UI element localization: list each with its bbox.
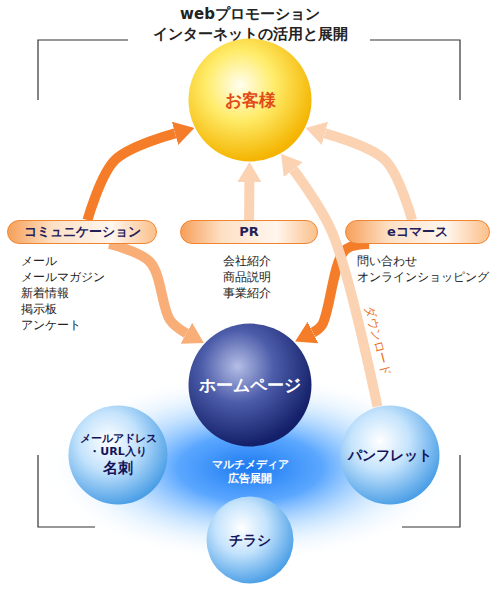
note-label: マルチメディア 広告展開 [210, 458, 290, 487]
sphere-fill [207, 497, 294, 584]
flow-arrow [88, 133, 176, 220]
category-band: PR会社紹介 商品説明 事業紹介 [180, 220, 318, 244]
media-sphere: チラシ [206, 496, 294, 584]
node-text: お客様 [223, 90, 277, 110]
sphere-text-box: チラシ [206, 496, 294, 584]
sphere-text-box: メールアドレス ・URL入り名刺 [68, 405, 168, 505]
node-text: メールアドレス ・URL入り [78, 432, 158, 460]
band-heading: コミュニケーション [24, 224, 141, 240]
flow-arrow [109, 244, 186, 333]
flow-arrow [244, 182, 254, 220]
node-text: ホームページ [198, 375, 303, 395]
sphere-text-box: ホームページ [188, 323, 312, 447]
item-list: 会社紹介 商品説明 事業紹介 [223, 253, 274, 301]
sphere-fill [189, 39, 312, 162]
corner-bracket [370, 40, 460, 100]
node-text: 名刺 [102, 459, 135, 479]
title-text: webプロモーション インターネットの活用と展開 [151, 4, 349, 44]
sphere-text-box: パンフレット [340, 405, 440, 505]
band-heading: eコマース [387, 224, 448, 240]
media-sphere: パンフレット [340, 405, 440, 505]
corner-bracket [38, 40, 128, 100]
item-list: 問い合わせ オンラインショッピング [357, 253, 492, 285]
band-heading: PR [239, 224, 259, 240]
node-text: パンフレット [347, 447, 434, 464]
customer-circle: お客様 [188, 38, 312, 162]
sphere-fill [341, 406, 440, 505]
sphere-fill [189, 324, 312, 447]
category-band: コミュニケーションメール メールマガジン 新着情報 掲示板 アンケート [7, 220, 157, 244]
sphere-fill [69, 406, 168, 505]
node-text: チラシ [228, 532, 273, 549]
sphere-text-box: お客様 [188, 38, 312, 162]
media-sphere: メールアドレス ・URL入り名刺 [68, 405, 168, 505]
homepage-sphere: ホームページ [188, 323, 312, 447]
flow-arrow [325, 133, 412, 220]
category-band: eコマース問い合わせ オンラインショッピング [345, 220, 490, 244]
item-list: メール メールマガジン 新着情報 掲示板 アンケート [21, 253, 108, 333]
